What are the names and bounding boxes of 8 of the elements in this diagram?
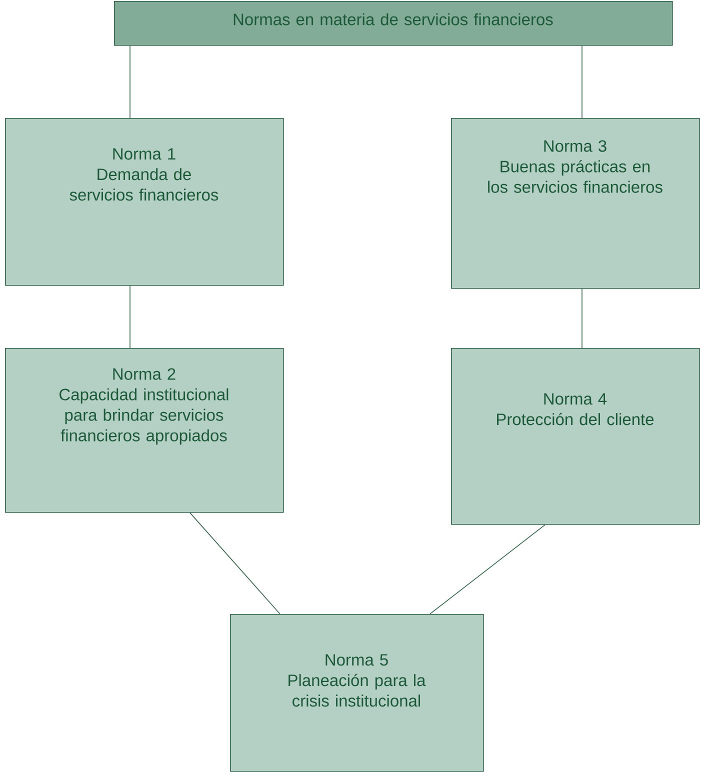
standard-box: Norma 2 Capacidad institucional para brindar servicios financieros apropiados xyxy=(5,348,284,513)
standard-box: Norma 1 Demanda de servicios financieros xyxy=(5,118,284,286)
standard-box: Norma 3 Buenas prácticas en los servicios financieros xyxy=(451,118,700,289)
connector-line xyxy=(190,512,280,614)
title-box: Normas en materia de servicios financieros xyxy=(114,1,673,46)
standard-box: Norma 5 Planeación para la crisis institucional xyxy=(230,614,484,772)
standard-box: Norma 4 Protección del cliente xyxy=(451,348,700,525)
connector-line xyxy=(430,524,546,614)
